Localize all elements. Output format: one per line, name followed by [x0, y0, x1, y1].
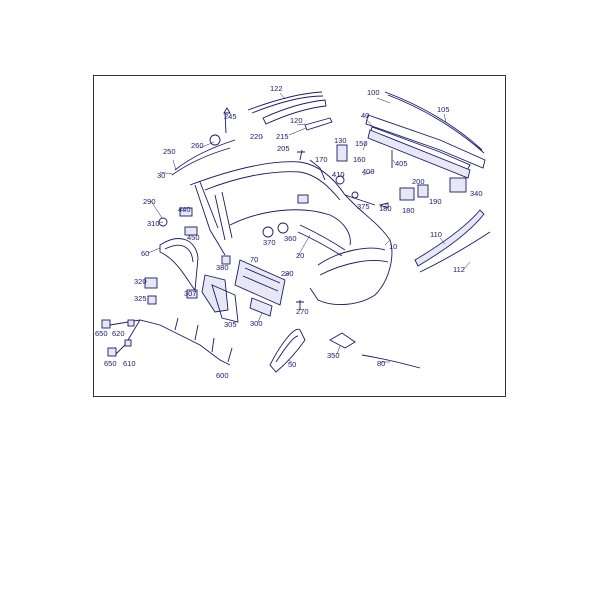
wiring-harness [101, 317, 233, 366]
callout-350: 350 [327, 351, 340, 360]
callout-100: 100 [367, 88, 380, 97]
callout-50: 50 [288, 360, 296, 369]
callout-labels: 10 20 30 40 50 60 70 80 100 105 110 112 … [95, 84, 483, 380]
bumper-beam [365, 91, 486, 179]
callout-600: 600 [216, 371, 229, 380]
lower-panel [269, 328, 306, 373]
callout-325: 325 [134, 294, 147, 303]
callout-10: 10 [389, 242, 397, 251]
callout-105: 105 [437, 105, 450, 114]
callout-80: 80 [377, 359, 385, 368]
callout-380: 380 [216, 263, 229, 272]
callout-270: 270 [296, 307, 309, 316]
callout-300: 300 [250, 319, 263, 328]
callout-30: 30 [157, 171, 165, 180]
callout-110: 110 [430, 230, 442, 239]
callout-440: 440 [178, 205, 191, 214]
callout-70: 70 [250, 255, 258, 264]
callout-450: 450 [187, 233, 200, 242]
diagram-frame [93, 75, 506, 397]
callout-307: 307 [184, 289, 197, 298]
leader-lines [145, 92, 471, 363]
callout-340: 340 [470, 189, 483, 198]
callout-620: 620 [112, 329, 125, 338]
callout-180b: 180 [402, 206, 415, 215]
callout-245: 245 [224, 112, 237, 121]
callout-650a: 650 [95, 329, 108, 338]
callout-40: 40 [361, 111, 369, 120]
callout-160: 160 [353, 155, 366, 164]
callout-320: 320 [134, 277, 147, 286]
upper-trim [247, 91, 327, 125]
callout-610: 610 [123, 359, 136, 368]
callout-190: 190 [429, 197, 442, 206]
callout-305: 305 [224, 320, 237, 329]
callout-120: 120 [290, 116, 303, 125]
callout-375: 375 [357, 202, 370, 211]
callout-220: 220 [250, 132, 263, 141]
callout-405: 405 [395, 159, 408, 168]
callout-400: 400 [362, 167, 375, 176]
callout-360: 360 [284, 234, 297, 243]
right-strip [414, 209, 491, 273]
callout-280: 280 [281, 269, 294, 278]
bumper-cover [189, 161, 393, 306]
callout-205: 205 [277, 144, 290, 153]
callout-410: 410 [332, 170, 345, 179]
callout-290: 290 [143, 197, 156, 206]
hardware [144, 107, 467, 369]
callout-130: 130 [334, 136, 347, 145]
callout-650b: 650 [104, 359, 117, 368]
wheel-arch-liner [159, 238, 199, 292]
callout-215: 215 [276, 132, 289, 141]
callout-180a: 180 [379, 204, 392, 213]
callout-260: 260 [191, 141, 204, 150]
callout-122: 122 [270, 84, 283, 93]
callout-150: 150 [355, 139, 368, 148]
callout-20: 20 [296, 251, 304, 260]
callout-170: 170 [315, 155, 328, 164]
callout-200: 200 [412, 177, 425, 186]
callout-250: 250 [163, 147, 176, 156]
callout-370: 370 [263, 238, 276, 247]
center-brackets [201, 259, 286, 323]
callout-112: 112 [453, 265, 465, 274]
callout-310: 310 [147, 219, 160, 228]
callout-60: 60 [141, 249, 149, 258]
